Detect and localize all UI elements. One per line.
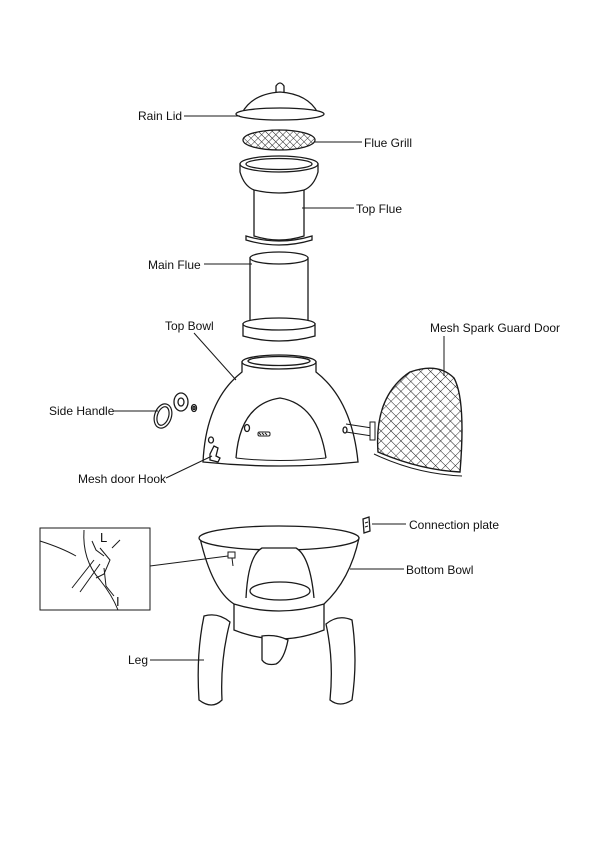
side-handle-part — [153, 392, 198, 429]
label-top-bowl: Top Bowl — [165, 319, 214, 333]
mesh-door-hook-part — [209, 445, 221, 463]
label-rain-lid: Rain Lid — [138, 109, 182, 123]
label-main-flue: Main Flue — [148, 258, 201, 272]
connection-plate-part — [362, 516, 371, 534]
flue-grill-part — [242, 129, 316, 151]
label-connection-plate: Connection plate — [409, 518, 499, 532]
top-flue-part — [239, 155, 319, 246]
label-flue-grill: Flue Grill — [364, 136, 412, 150]
mesh-spark-guard-door-part — [345, 367, 463, 477]
inset-detail-box: L I — [39, 527, 151, 611]
label-leg: Leg — [128, 653, 148, 667]
label-mesh-spark-guard-door: Mesh Spark Guard Door — [430, 321, 560, 335]
main-flue-part — [242, 251, 316, 342]
label-side-handle: Side Handle — [49, 404, 115, 418]
inset-letter-l: L — [100, 530, 107, 545]
top-bowl-part — [202, 354, 359, 467]
inset-letter-i: I — [116, 594, 120, 609]
rain-lid-part — [235, 82, 325, 121]
label-bottom-bowl: Bottom Bowl — [406, 563, 473, 577]
leader-lines — [114, 115, 445, 661]
label-mesh-door-hook: Mesh door Hook — [78, 472, 167, 486]
part-labels: Rain Lid Flue Grill Top Flue Main Flue T… — [49, 109, 560, 667]
bottom-bowl-part — [198, 525, 360, 640]
legs-part — [197, 614, 356, 706]
label-top-flue: Top Flue — [356, 202, 402, 216]
